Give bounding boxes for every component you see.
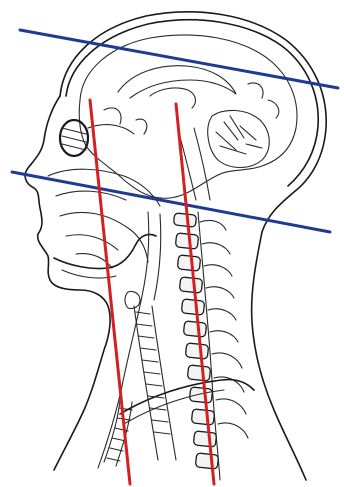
posterior-red-line — [176, 104, 214, 484]
anterior-red-line — [90, 100, 130, 484]
orbit — [60, 120, 134, 156]
head-outline — [25, 12, 326, 480]
nasal-oral-cavity — [48, 169, 160, 268]
upper-blue-line — [20, 30, 338, 88]
reference-lines — [12, 30, 338, 484]
